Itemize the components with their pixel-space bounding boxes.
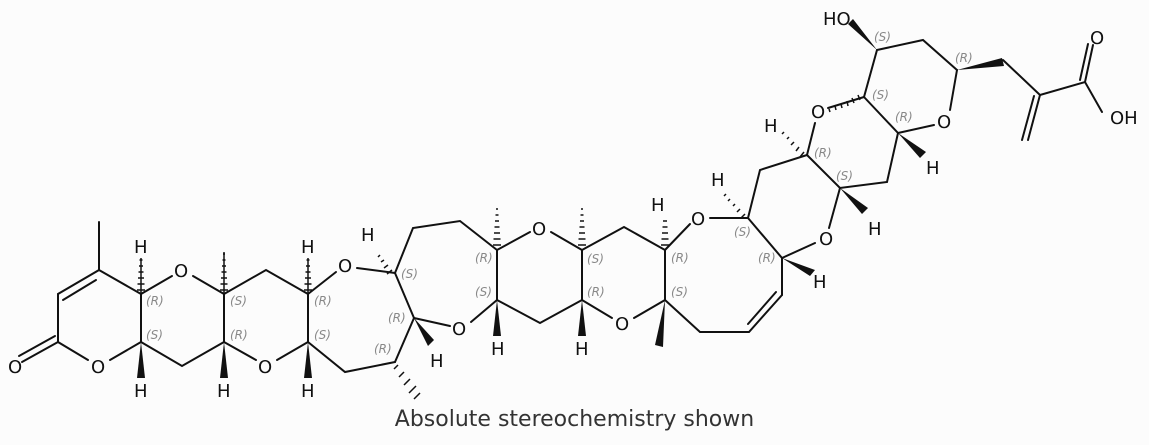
svg-text:H: H <box>134 237 148 258</box>
stereo-labels: (R) (S) (S) (R) (R) (S) (S) (R) (R) (R) … <box>146 30 973 356</box>
atom-O9: O <box>691 209 705 230</box>
svg-text:(R): (R) <box>388 311 406 325</box>
svg-text:(R): (R) <box>146 294 164 308</box>
atom-O12: O <box>937 112 951 133</box>
svg-text:H: H <box>651 195 665 216</box>
atom-O2: O <box>91 357 105 378</box>
atom-OH: OH <box>1110 108 1138 129</box>
svg-text:(S): (S) <box>475 285 492 299</box>
atom-O11: O <box>811 102 825 123</box>
svg-text:(S): (S) <box>671 285 688 299</box>
svg-text:H: H <box>813 272 827 293</box>
svg-text:(R): (R) <box>955 51 973 65</box>
svg-text:(R): (R) <box>230 328 248 342</box>
svg-text:H: H <box>134 381 148 402</box>
svg-text:(S): (S) <box>734 225 751 239</box>
atom-O13: O <box>1090 28 1104 49</box>
atom-O8: O <box>615 314 629 335</box>
atom-O10: O <box>819 229 833 250</box>
bonds <box>18 38 1103 374</box>
svg-text:H: H <box>575 339 589 360</box>
svg-text:H: H <box>926 158 940 179</box>
atom-labels: O O O O O O O O O O O O HO O OH H H H H … <box>8 9 1138 402</box>
svg-text:H: H <box>430 351 444 372</box>
atom-O3: O <box>174 261 188 282</box>
atom-O1: O <box>8 357 22 378</box>
svg-text:(S): (S) <box>401 267 418 281</box>
svg-text:H: H <box>491 339 505 360</box>
svg-text:(S): (S) <box>836 169 853 183</box>
svg-text:H: H <box>301 237 315 258</box>
svg-text:(S): (S) <box>146 328 163 342</box>
svg-text:H: H <box>764 116 778 137</box>
svg-text:(R): (R) <box>758 251 776 265</box>
svg-text:H: H <box>711 170 725 191</box>
svg-text:H: H <box>361 225 375 246</box>
hashed-bonds <box>137 94 861 400</box>
svg-text:(R): (R) <box>314 294 332 308</box>
svg-text:H: H <box>868 219 882 240</box>
svg-text:(R): (R) <box>475 251 493 265</box>
wedge-bonds <box>137 19 1004 378</box>
atom-O6: O <box>452 319 466 340</box>
svg-text:(R): (R) <box>895 110 913 124</box>
svg-text:(S): (S) <box>314 328 331 342</box>
atom-O5: O <box>338 256 352 277</box>
atom-O4: O <box>258 357 272 378</box>
svg-text:(S): (S) <box>874 30 891 44</box>
stereochemistry-caption: Absolute stereochemistry shown <box>394 407 755 432</box>
svg-text:(R): (R) <box>587 285 605 299</box>
svg-text:(S): (S) <box>230 294 247 308</box>
svg-text:H: H <box>217 381 231 402</box>
svg-text:H: H <box>301 381 315 402</box>
svg-text:(R): (R) <box>374 342 392 356</box>
svg-text:(S): (S) <box>587 252 604 266</box>
atom-HO: HO <box>823 9 851 30</box>
svg-text:(S): (S) <box>872 88 889 102</box>
svg-text:(R): (R) <box>671 251 689 265</box>
svg-text:(R): (R) <box>814 146 832 160</box>
atom-O7: O <box>532 219 546 240</box>
